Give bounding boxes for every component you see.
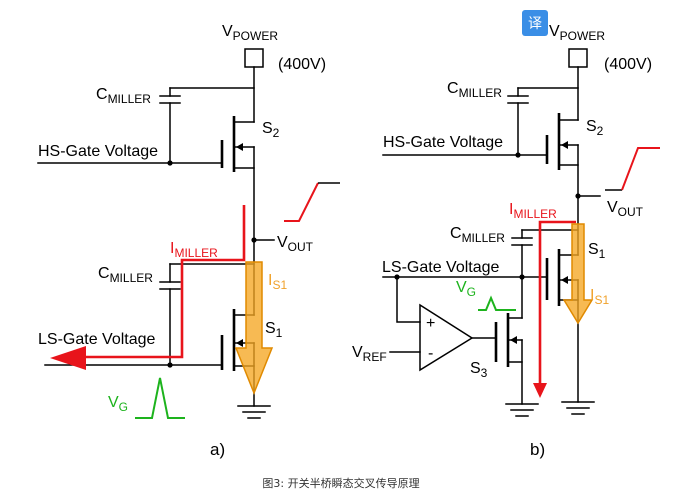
is1-current-arrow — [234, 261, 274, 396]
translate-label[interactable]: 译 — [528, 16, 542, 32]
s3-label: S3 — [470, 360, 488, 380]
vout-label: VOUT — [607, 199, 644, 219]
diagram-b: 译 VPOWER (400V) CMILLER HS-Gate Voltage — [352, 10, 660, 459]
vout-label: VOUT — [277, 234, 314, 254]
s2-label: S2 — [586, 118, 604, 138]
ls-gate-label: LS-Gate Voltage — [382, 259, 500, 276]
is1-current-arrow — [562, 223, 594, 325]
diagram-a-caption: a) — [210, 440, 225, 459]
imiller-label: IMILLER — [170, 240, 218, 260]
vg-pulse — [135, 377, 185, 419]
supply-voltage-label: (400V) — [278, 56, 326, 73]
s1-label: S1 — [588, 241, 606, 261]
hs-gate-label: HS-Gate Voltage — [38, 143, 158, 160]
vout-waveform — [284, 182, 340, 222]
diagram-a: VPOWER (400V) CMILLER HS-Gate Voltage S2 — [37, 23, 340, 459]
cmiller-top-label: CMILLER — [96, 86, 151, 106]
s3-mosfet — [494, 313, 523, 405]
is1-label: IS1 — [590, 287, 609, 307]
ground-symbol-s1 — [561, 401, 595, 415]
miller-current-path — [50, 205, 246, 370]
s2-label: S2 — [262, 120, 280, 140]
opamp-plus-input: + — [426, 315, 435, 332]
vpower-label: VPOWER — [222, 23, 278, 43]
cmiller-top-capacitor — [507, 87, 579, 158]
figure-caption: 图3: 开关半桥瞬态交叉传导原理 — [262, 476, 419, 490]
is1-label: IS1 — [268, 272, 287, 292]
s1-label: S1 — [265, 320, 283, 340]
translate-icon[interactable] — [522, 10, 548, 36]
vout-waveform — [605, 147, 660, 191]
cmiller-top-label: CMILLER — [447, 80, 502, 100]
cmiller-top-capacitor — [159, 87, 255, 166]
ground-symbol — [237, 405, 271, 419]
vg-label: VG — [108, 394, 128, 414]
cmiller-bottom-label: CMILLER — [98, 265, 153, 285]
vg-pulse — [478, 295, 516, 311]
opamp — [389, 276, 497, 372]
vref-label: VREF — [352, 344, 387, 364]
imiller-label: IMILLER — [509, 201, 557, 221]
ls-gate-label: LS-Gate Voltage — [38, 331, 156, 348]
vpower-label: VPOWER — [549, 23, 605, 43]
vpower-terminal — [244, 48, 264, 68]
hs-gate-label: HS-Gate Voltage — [383, 134, 503, 151]
cmiller-bottom-label: CMILLER — [450, 225, 505, 245]
ground-symbol-s3 — [505, 403, 539, 417]
opamp-minus-input: - — [428, 345, 433, 362]
diagram-b-caption: b) — [530, 440, 545, 459]
supply-voltage-label: (400V) — [604, 56, 652, 73]
vg-label: VG — [456, 279, 476, 299]
vpower-terminal — [568, 48, 588, 68]
cmiller-bottom-capacitor — [511, 229, 579, 319]
translate-button[interactable]: 译 — [522, 10, 548, 36]
miller-current-path — [533, 220, 576, 398]
